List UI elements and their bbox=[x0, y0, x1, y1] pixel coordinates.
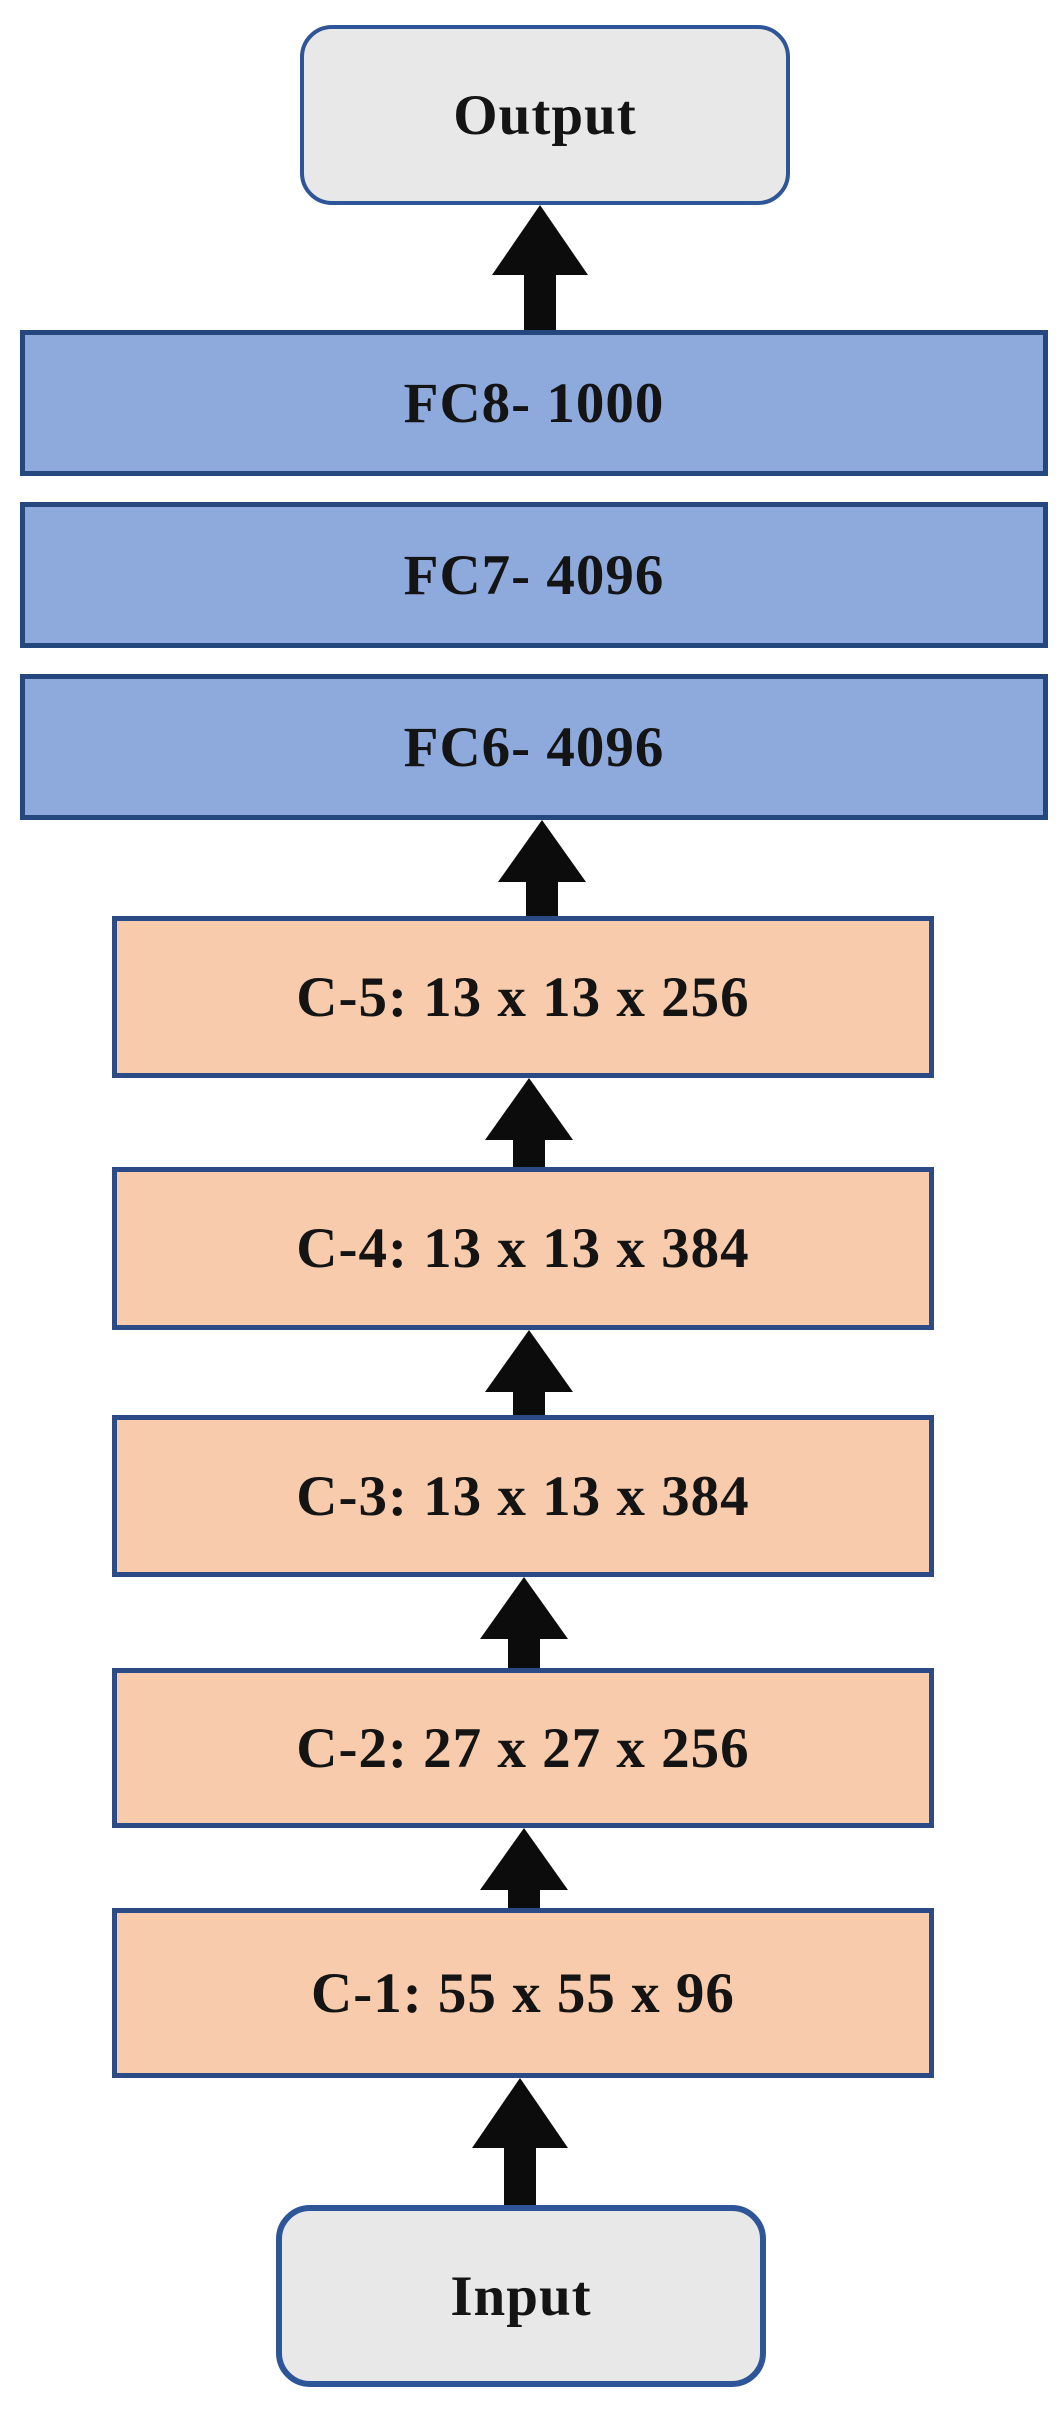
node-input: Input bbox=[276, 2205, 766, 2387]
node-c4-label: C-4: 13 x 13 x 384 bbox=[296, 1217, 750, 1280]
arrow-head bbox=[492, 205, 588, 275]
node-output-label: Output bbox=[453, 83, 637, 147]
node-c5: C-5: 13 x 13 x 256 bbox=[112, 916, 934, 1078]
up-arrow-icon bbox=[492, 205, 588, 330]
node-c5-label: C-5: 13 x 13 x 256 bbox=[296, 965, 750, 1029]
arrow-head bbox=[485, 1330, 573, 1392]
node-fc7: FC7- 4096 bbox=[20, 502, 1048, 648]
arrow-shaft bbox=[504, 2147, 536, 2205]
arrow-shaft bbox=[524, 274, 556, 330]
node-fc8: FC8- 1000 bbox=[20, 330, 1048, 476]
node-fc7-label: FC7- 4096 bbox=[403, 543, 665, 607]
node-input-label: Input bbox=[450, 2264, 592, 2328]
node-c1: C-1: 55 x 55 x 96 bbox=[112, 1908, 934, 2078]
up-arrow-icon bbox=[480, 1828, 568, 1908]
arrow-shaft bbox=[508, 1889, 540, 1908]
up-arrow-icon bbox=[485, 1078, 573, 1167]
node-c2: C-2: 27 x 27 x 256 bbox=[112, 1668, 934, 1828]
node-c3: C-3: 13 x 13 x 384 bbox=[112, 1415, 934, 1577]
node-c4: C-4: 13 x 13 x 384 bbox=[112, 1167, 934, 1330]
arrow-head bbox=[472, 2078, 568, 2148]
arrow-head bbox=[480, 1828, 568, 1890]
up-arrow-icon bbox=[498, 820, 586, 916]
arrow-head bbox=[485, 1078, 573, 1140]
up-arrow-icon bbox=[485, 1330, 573, 1415]
node-fc8-label: FC8- 1000 bbox=[403, 371, 665, 435]
arrow-shaft bbox=[513, 1139, 545, 1167]
arrow-head bbox=[498, 820, 586, 882]
arrow-shaft bbox=[508, 1638, 540, 1668]
node-c1-label: C-1: 55 x 55 x 96 bbox=[311, 1961, 735, 2025]
node-c2-label: C-2: 27 x 27 x 256 bbox=[296, 1716, 750, 1780]
arrow-head bbox=[480, 1577, 568, 1639]
node-output: Output bbox=[300, 25, 790, 205]
node-fc6-label: FC6- 4096 bbox=[403, 715, 665, 779]
up-arrow-icon bbox=[480, 1577, 568, 1668]
node-fc6: FC6- 4096 bbox=[20, 674, 1048, 820]
node-c3-label: C-3: 13 x 13 x 384 bbox=[296, 1464, 750, 1528]
arrow-shaft bbox=[526, 881, 558, 916]
arrow-shaft bbox=[513, 1391, 545, 1415]
up-arrow-icon bbox=[472, 2078, 568, 2205]
